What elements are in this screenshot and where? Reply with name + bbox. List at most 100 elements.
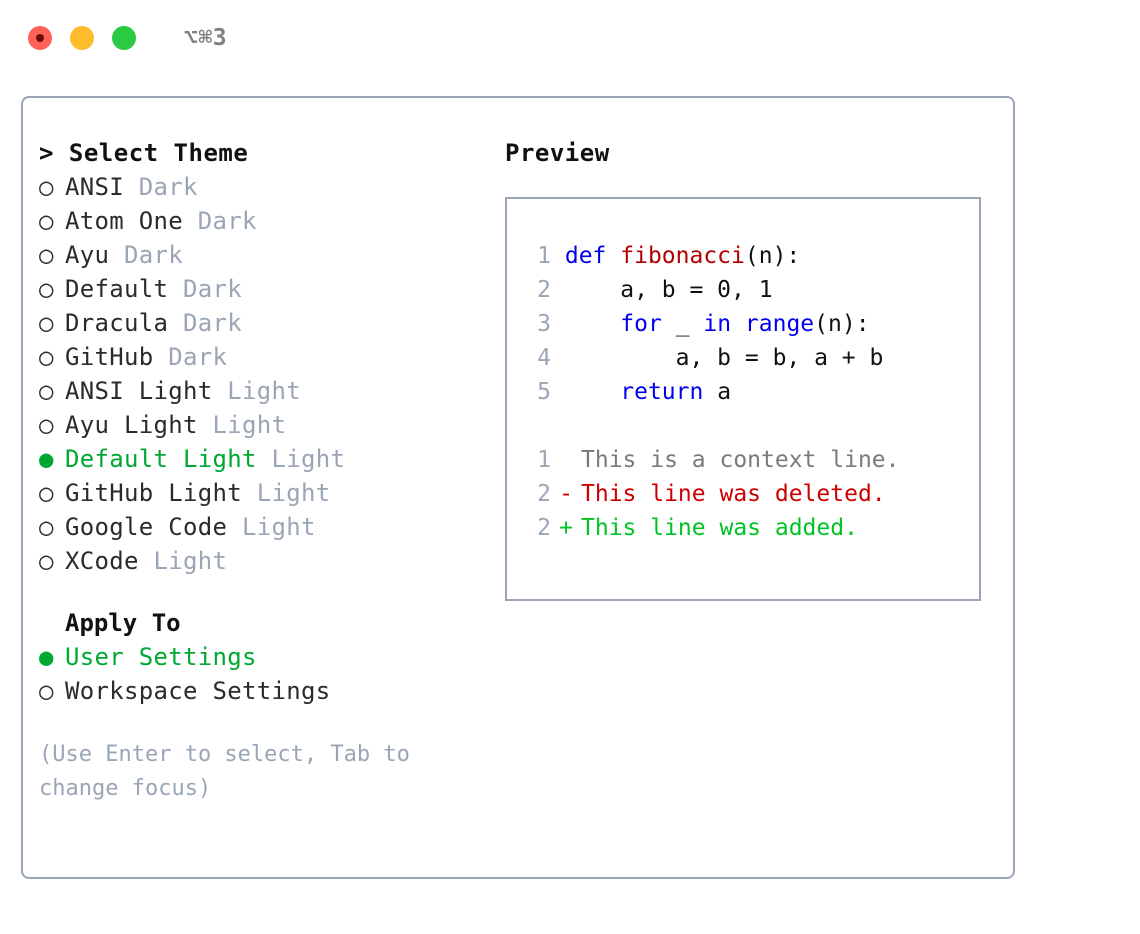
theme-option-xcode[interactable]: ○ XCode Light (39, 544, 485, 578)
gutter-space (551, 277, 565, 303)
theme-option-ansi-light[interactable]: ○ANSI Light Light (39, 374, 485, 408)
radio-unselected-icon: ○ (39, 411, 54, 439)
code-line: 4 a, b = b, a + b (523, 341, 979, 375)
code-token: (n): (814, 311, 870, 337)
code-token (731, 311, 745, 337)
line-number: 1 (537, 243, 551, 269)
list-spacer (39, 578, 485, 606)
theme-option-label: Google Code (65, 513, 242, 541)
radio-selected-icon: ● (39, 445, 54, 473)
diff-line-text: This line was added. (581, 515, 858, 541)
theme-option-default-light[interactable]: ●Default Light Light (39, 442, 485, 476)
minimize-button[interactable] (70, 26, 94, 50)
radio-unselected-icon: ○ (39, 479, 54, 507)
theme-option-label: Atom One (65, 207, 198, 235)
code-line: 2 a, b = 0, 1 (523, 273, 979, 307)
panel-columns: > Select Theme ○ANSI Dark○Atom One Dark○… (23, 98, 1013, 806)
theme-option-dracula[interactable]: ○ Dracula Dark (39, 306, 485, 340)
theme-option-ayu[interactable]: ○ Ayu Dark (39, 238, 485, 272)
theme-selection-column: > Select Theme ○ANSI Dark○Atom One Dark○… (23, 136, 485, 806)
theme-option-label: XCode (65, 547, 154, 575)
code-diff-separator (523, 409, 979, 443)
theme-option-label: ANSI Light (65, 377, 228, 405)
code-line: 3 for _ in range(n): (523, 307, 979, 341)
preview-heading: Preview (505, 139, 610, 167)
radio-unselected-icon: ○ (39, 513, 54, 541)
theme-variant-label: Dark (138, 173, 198, 201)
select-theme-heading: > Select Theme (39, 139, 249, 167)
theme-option-label: Ayu (65, 241, 124, 269)
apply-to-options[interactable]: ●User Settings○Workspace Settings (39, 640, 485, 708)
code-token: fibonacci (620, 243, 745, 269)
theme-option-google-code[interactable]: ○ Google Code Light (39, 510, 485, 544)
theme-variant-label: Dark (183, 309, 242, 337)
gutter-space (551, 345, 565, 371)
code-token: _ (661, 311, 704, 337)
keyboard-hint: (Use Enter to select, Tab to change focu… (39, 742, 424, 801)
close-button[interactable] (28, 26, 52, 50)
gutter-space (551, 379, 565, 405)
diff-line-text: This line was deleted. (581, 481, 886, 507)
apply-to-option-workspace-settings[interactable]: ○Workspace Settings (39, 674, 485, 708)
radio-unselected-icon: ○ (39, 275, 54, 303)
code-token: a, b = 0, 1 (564, 277, 773, 303)
diff-line-context: 1 This is a context line. (523, 443, 979, 477)
radio-unselected-icon: ○ (39, 241, 54, 269)
theme-option-github-light[interactable]: ○ GitHub Light Light (39, 476, 485, 510)
radio-unselected-icon: ○ (39, 309, 54, 337)
theme-variant-label: Light (242, 513, 316, 541)
gutter-space (551, 311, 565, 337)
theme-option-label: Dracula (65, 309, 183, 337)
theme-option-ansi[interactable]: ○ ANSI Dark (39, 170, 485, 204)
keyboard-shortcut-label: ⌥⌘3 (184, 25, 228, 51)
code-token: a, b = b, a + b (564, 345, 884, 371)
line-number: 5 (537, 379, 551, 405)
theme-option-label: Ayu Light (65, 411, 213, 439)
main-panel: > Select Theme ○ANSI Dark○Atom One Dark○… (21, 96, 1015, 879)
line-number: 2 (537, 277, 551, 303)
theme-option-github[interactable]: ○ GitHub Dark (39, 340, 485, 374)
radio-unselected-icon: ○ (39, 343, 54, 371)
apply-to-option-user-settings[interactable]: ●User Settings (39, 640, 485, 674)
theme-option-ayu-light[interactable]: ○ Ayu Light Light (39, 408, 485, 442)
code-line: 5 return a (523, 375, 979, 409)
line-number: 3 (537, 311, 551, 337)
code-token: (n): (744, 243, 801, 269)
code-token (565, 311, 620, 337)
theme-option-label: GitHub (65, 343, 169, 371)
theme-option-label: ANSI (65, 173, 139, 201)
theme-option-label: Default (65, 275, 183, 303)
code-line: 1 def fibonacci(n): (523, 239, 979, 273)
radio-selected-icon: ● (39, 643, 54, 671)
line-number: 1 (537, 447, 551, 473)
radio-unselected-icon: ○ (39, 173, 54, 201)
theme-variant-label: Dark (124, 241, 183, 269)
theme-list[interactable]: ○ANSI Dark○Atom One Dark○Ayu Dark○Defaul… (39, 170, 485, 578)
preview-column: Preview 1 def fibonacci(n):2 a, b = 0, 1… (485, 136, 1013, 806)
theme-option-atom-one[interactable]: ○Atom One Dark (39, 204, 485, 238)
radio-unselected-icon: ○ (39, 547, 54, 575)
code-token (565, 379, 620, 405)
theme-variant-label: Light (256, 479, 331, 507)
diff-marker (551, 443, 581, 477)
diff-sample: 1 This is a context line. 2-This line was… (523, 443, 979, 545)
theme-variant-label: Dark (168, 343, 228, 371)
code-token: range (744, 311, 815, 337)
theme-variant-label: Dark (197, 207, 257, 235)
traffic-lights (28, 26, 136, 50)
line-number: 2 (537, 481, 551, 507)
zoom-button[interactable] (112, 26, 136, 50)
code-token: in (703, 311, 732, 337)
hint-spacer (39, 708, 485, 738)
apply-to-option-label: Workspace Settings (65, 677, 331, 705)
diff-line-add: 2+This line was added. (523, 511, 979, 545)
theme-variant-label: Light (153, 547, 228, 575)
apply-to-heading: Apply To (65, 609, 181, 637)
theme-option-default[interactable]: ○Default Dark (39, 272, 485, 306)
diff-marker: - (559, 481, 573, 507)
theme-variant-label: Light (212, 411, 287, 439)
theme-option-label: GitHub Light (65, 479, 257, 507)
